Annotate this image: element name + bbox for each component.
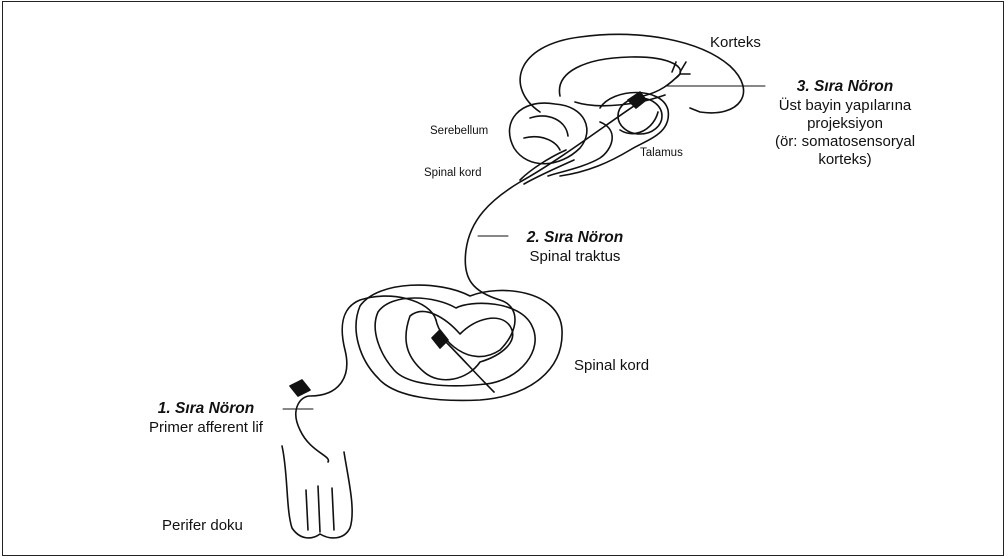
neuron1-label: 1. Sıra Nöron Primer afferent lif xyxy=(126,400,286,437)
neuron1-soma xyxy=(290,380,310,396)
neuron3-line1: Üst bayin yapılarına xyxy=(760,97,930,115)
neuron3-line3: (ör: somatosensoryal xyxy=(760,133,930,151)
grey-matter xyxy=(406,311,513,379)
label-korteks: Korteks xyxy=(710,34,761,52)
cerebellum-fold xyxy=(530,116,568,136)
label-spinal-kord-upper: Spinal kord xyxy=(424,167,482,181)
neuron3-soma xyxy=(628,92,646,108)
neuron2-soma xyxy=(432,330,448,348)
neuron3-axon xyxy=(643,74,680,96)
neuron2-line1: Spinal traktus xyxy=(505,248,645,266)
label-spinal-kord-lower: Spinal kord xyxy=(574,357,649,375)
neuron3-label: 3. Sıra Nöron Üst bayin yapılarına proje… xyxy=(760,78,930,169)
neuron3-line4: korteks) xyxy=(760,151,930,169)
neuron1-afferent xyxy=(296,296,436,462)
paw-outline xyxy=(282,446,352,538)
label-serebellum: Serebellum xyxy=(430,125,488,139)
label-perifer-doku: Perifer doku xyxy=(162,517,243,535)
neuron3-line2: projeksiyon xyxy=(760,115,930,133)
cerebrum-inner xyxy=(559,57,680,96)
paw-fold xyxy=(306,486,334,532)
cerebellum-fold-2 xyxy=(524,137,560,150)
spinal-cord-section-outer xyxy=(356,285,562,400)
neuron1-title: 1. Sıra Nöron xyxy=(126,400,286,419)
neuron3-title: 3. Sıra Nöron xyxy=(760,78,930,97)
neuron1-line1: Primer afferent lif xyxy=(126,419,286,437)
neuron2-title: 2. Sıra Nöron xyxy=(505,229,645,248)
label-talamus: Talamus xyxy=(640,147,683,161)
spinal-cord-upper-a xyxy=(520,150,566,180)
neuron2-crossing xyxy=(444,340,494,392)
neuron2-label: 2. Sıra Nöron Spinal traktus xyxy=(505,229,645,266)
cerebellum-outline xyxy=(509,103,586,164)
